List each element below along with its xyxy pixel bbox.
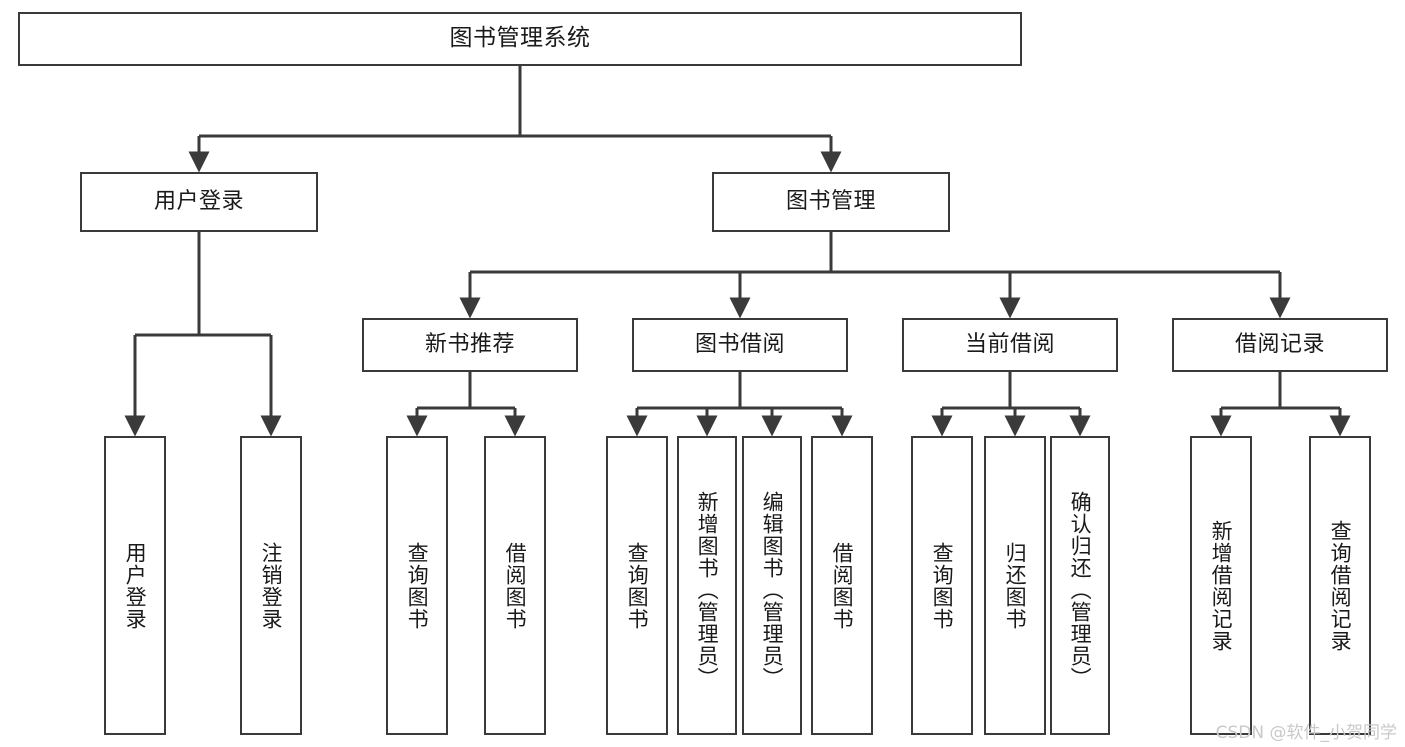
node-label: 新增借阅记录 xyxy=(1209,519,1234,652)
node-leaf-user-login[interactable]: 用户登录 xyxy=(104,436,166,735)
node-leaf-add-borrow-record[interactable]: 新增借阅记录 xyxy=(1190,436,1252,735)
node-label: 图书管理系统 xyxy=(449,25,591,52)
node-leaf-borrow-book-1[interactable]: 借阅图书 xyxy=(484,436,546,735)
node-borrow-record[interactable]: 借阅记录 xyxy=(1172,318,1388,372)
node-label: 用户登录 xyxy=(123,541,148,630)
watermark-text: CSDN @软件_小贺同学 xyxy=(1215,723,1397,743)
node-leaf-query-book-3[interactable]: 查询图书 xyxy=(911,436,973,735)
node-leaf-add-book-admin[interactable]: 新增图书（管理员） xyxy=(677,436,737,735)
node-user-login[interactable]: 用户登录 xyxy=(80,172,318,232)
node-label: 借阅图书 xyxy=(830,541,855,630)
node-label: 新书推荐 xyxy=(424,332,515,358)
node-current-borrow[interactable]: 当前借阅 xyxy=(902,318,1118,372)
node-leaf-return-book[interactable]: 归还图书 xyxy=(984,436,1046,735)
node-label: 归还图书 xyxy=(1003,541,1028,630)
node-leaf-logout-login[interactable]: 注销登录 xyxy=(240,436,302,735)
node-leaf-query-book-1[interactable]: 查询图书 xyxy=(386,436,448,735)
node-leaf-query-borrow-record[interactable]: 查询借阅记录 xyxy=(1309,436,1371,735)
node-leaf-confirm-return-admin[interactable]: 确认归还（管理员） xyxy=(1050,436,1110,735)
node-label: 编辑图书（管理员） xyxy=(760,490,785,689)
node-label: 注销登录 xyxy=(259,541,284,630)
node-label: 查询借阅记录 xyxy=(1328,519,1353,652)
node-leaf-borrow-book-2[interactable]: 借阅图书 xyxy=(811,436,873,735)
node-label: 图书管理 xyxy=(785,189,876,215)
node-label: 确认归还（管理员） xyxy=(1068,490,1093,689)
node-label: 当前借阅 xyxy=(964,332,1055,358)
node-label: 查询图书 xyxy=(405,541,430,630)
node-label: 查询图书 xyxy=(930,541,955,630)
node-label: 借阅记录 xyxy=(1234,332,1325,358)
node-root-title[interactable]: 图书管理系统 xyxy=(18,12,1022,66)
node-leaf-edit-book-admin[interactable]: 编辑图书（管理员） xyxy=(742,436,802,735)
node-label: 图书借阅 xyxy=(694,332,785,358)
node-leaf-query-book-2[interactable]: 查询图书 xyxy=(606,436,668,735)
node-label: 用户登录 xyxy=(153,189,244,215)
node-label: 查询图书 xyxy=(625,541,650,630)
node-book-borrow[interactable]: 图书借阅 xyxy=(632,318,848,372)
node-book-management[interactable]: 图书管理 xyxy=(712,172,950,232)
node-label: 新增图书（管理员） xyxy=(695,490,720,689)
node-label: 借阅图书 xyxy=(503,541,528,630)
node-new-book-recommend[interactable]: 新书推荐 xyxy=(362,318,578,372)
